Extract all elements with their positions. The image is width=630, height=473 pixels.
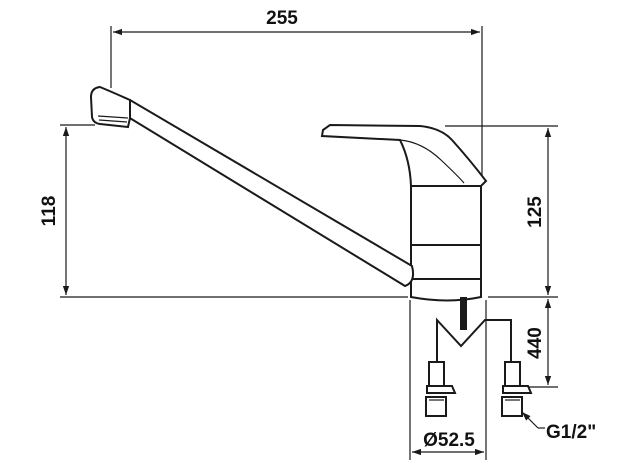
dim-body-height-label: 125 <box>525 196 546 228</box>
left-hose-nut <box>428 361 445 389</box>
dimension-lines <box>62 28 552 456</box>
dim-reach-label: 255 <box>266 8 298 29</box>
supply-hoses <box>425 297 533 417</box>
faucet-lever <box>320 123 488 187</box>
right-hose-nut <box>504 361 521 389</box>
dim-thread-label: G1/2" <box>546 422 596 443</box>
dim-diameter-label: Ø52.5 <box>423 430 475 451</box>
faucet-spout <box>118 98 415 288</box>
dim-line-thread <box>521 411 539 429</box>
left-hose <box>436 317 512 362</box>
faucet-body <box>89 85 488 302</box>
dim-hose-length-label: 440 <box>525 327 546 359</box>
extension-lines <box>60 26 558 460</box>
faucet-cylinder <box>410 185 482 302</box>
threaded-stud <box>460 297 467 330</box>
dim-spout-height-label: 118 <box>39 196 60 227</box>
